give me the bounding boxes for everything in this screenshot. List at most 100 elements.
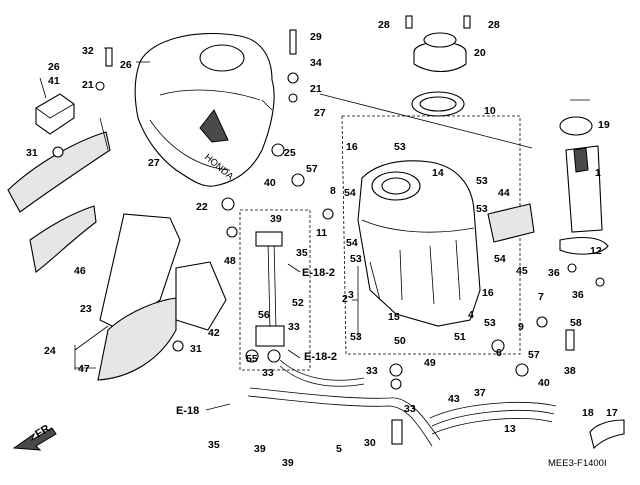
- ref-arrow-lower: [287, 349, 301, 359]
- callout-6: 6: [496, 347, 502, 359]
- callout-49: 49: [424, 357, 436, 369]
- bracket-45: [487, 203, 535, 243]
- callout-52: 52: [292, 297, 304, 309]
- callout-43: 43: [448, 393, 460, 405]
- callout-4: 4: [468, 309, 474, 321]
- callout-36-b: 36: [572, 289, 584, 301]
- callout-40-b: 40: [538, 377, 550, 389]
- ref-e18: E-18: [176, 405, 199, 417]
- callout-14: 14: [432, 167, 444, 179]
- callout-58: 58: [570, 317, 582, 329]
- callout-22: 22: [196, 201, 208, 213]
- fuel-tank-body: [357, 160, 481, 327]
- callout-53-b: 53: [476, 175, 488, 187]
- callout-53-e: 53: [350, 331, 362, 343]
- callout-26-a: 26: [120, 59, 132, 71]
- callout-53-c: 53: [476, 203, 488, 215]
- callout-labels: 1 2 3 4 5 6 7 8 9 10 11 12 13 14 15 16 1…: [26, 19, 618, 469]
- fuel-pump-1: [559, 99, 609, 255]
- callout-51: 51: [454, 331, 466, 343]
- callout-19: 19: [598, 119, 610, 131]
- callout-39-c: 39: [282, 457, 294, 469]
- callout-12: 12: [590, 245, 602, 257]
- ref-arrow-e18: [205, 403, 231, 411]
- callout-31-b: 31: [190, 343, 202, 355]
- callout-20: 20: [474, 47, 486, 59]
- callout-35-b: 35: [208, 439, 220, 451]
- callout-55: 55: [246, 353, 258, 365]
- callout-21-a: 21: [82, 79, 94, 91]
- callout-34: 34: [310, 57, 322, 69]
- ref-e18-2-lower: E-18-2: [304, 351, 337, 363]
- callout-23: 23: [80, 303, 92, 315]
- callout-47: 47: [78, 363, 90, 375]
- tank-cover: HONDA: [134, 33, 275, 187]
- inner-cover-24: [97, 213, 227, 381]
- callout-54-c: 54: [494, 253, 506, 265]
- front-direction-arrow: FR.: [12, 421, 57, 451]
- ref-arrow-upper: [287, 263, 301, 273]
- callout-37: 37: [474, 387, 486, 399]
- callout-17: 17: [606, 407, 618, 419]
- callout-44: 44: [498, 187, 510, 199]
- callout-32: 32: [82, 45, 94, 57]
- callout-45: 45: [516, 265, 528, 277]
- drain-tube-52: [255, 231, 285, 347]
- callout-24: 24: [44, 345, 56, 357]
- callout-53-f: 53: [484, 317, 496, 329]
- diagram-code: MEE3-F1400I: [548, 458, 607, 469]
- tank-outline-box: [239, 115, 521, 371]
- fuel-hoses: [247, 359, 625, 450]
- callout-16-b: 16: [482, 287, 494, 299]
- callout-11: 11: [316, 227, 327, 239]
- callout-15: 15: [388, 311, 400, 323]
- callout-5: 5: [336, 443, 342, 455]
- leader-lines: [39, 47, 533, 370]
- callout-3: 3: [348, 289, 354, 301]
- callout-54-b: 54: [346, 237, 358, 249]
- callout-40-a: 40: [264, 177, 276, 189]
- callout-26-b: 26: [48, 61, 60, 73]
- callout-38: 38: [564, 365, 576, 377]
- callout-53-a: 53: [394, 141, 406, 153]
- callout-57-b: 57: [528, 349, 540, 361]
- callout-57-a: 57: [306, 163, 318, 175]
- callout-28-a: 28: [378, 19, 390, 31]
- callout-42: 42: [208, 327, 220, 339]
- filler-cap-20: [413, 32, 467, 73]
- callout-35-a: 35: [296, 247, 308, 259]
- callout-46: 46: [74, 265, 86, 277]
- callout-27-a: 27: [148, 157, 160, 169]
- callout-48: 48: [224, 255, 236, 267]
- callout-9: 9: [518, 321, 524, 333]
- callout-18: 18: [582, 407, 594, 419]
- callout-8: 8: [330, 185, 336, 197]
- callout-27-b: 27: [314, 107, 326, 119]
- callout-39-a: 39: [270, 213, 282, 225]
- callout-39-b: 39: [254, 443, 266, 455]
- callout-33-c: 33: [366, 365, 378, 377]
- side-panel-23: [7, 117, 111, 273]
- callout-41: 41: [48, 75, 60, 87]
- callout-54-a: 54: [344, 187, 356, 199]
- callout-25: 25: [284, 147, 296, 159]
- callout-13: 13: [504, 423, 516, 435]
- callout-31-a: 31: [26, 147, 38, 159]
- callout-2: 2: [342, 293, 348, 305]
- callout-36-a: 36: [548, 267, 560, 279]
- callout-33-b: 33: [262, 367, 274, 379]
- callout-10: 10: [484, 105, 496, 117]
- callout-1: 1: [595, 167, 601, 179]
- callout-30: 30: [364, 437, 376, 449]
- callout-16-a: 16: [346, 141, 358, 153]
- callout-33-d: 33: [404, 403, 416, 415]
- callout-7: 7: [538, 291, 544, 303]
- callout-53-d: 53: [350, 253, 362, 265]
- hardware-bolts: [52, 15, 605, 445]
- callout-56: 56: [258, 309, 270, 321]
- callout-33-a: 33: [288, 321, 300, 333]
- seat-bracket-41: [35, 93, 75, 135]
- ref-e18-2-upper: E-18-2: [302, 267, 335, 279]
